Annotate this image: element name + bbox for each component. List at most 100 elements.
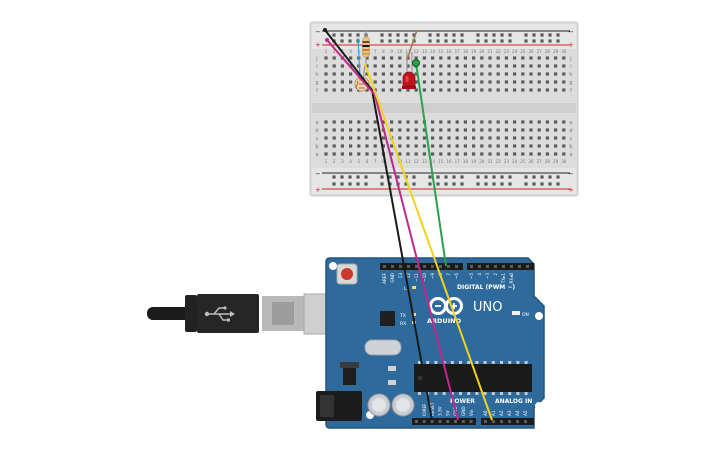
breadboard-hole[interactable] <box>455 120 459 124</box>
breadboard-hole[interactable] <box>545 88 549 92</box>
rail-hole[interactable] <box>460 33 464 37</box>
rail-hole[interactable] <box>444 33 448 37</box>
rail-hole[interactable] <box>444 175 448 179</box>
breadboard-hole[interactable] <box>480 128 484 132</box>
breadboard-hole[interactable] <box>504 152 508 156</box>
breadboard-hole[interactable] <box>365 56 369 60</box>
rail-hole[interactable] <box>332 175 336 179</box>
breadboard-hole[interactable] <box>463 128 467 132</box>
rail-hole[interactable] <box>412 33 416 37</box>
breadboard-hole[interactable] <box>529 80 533 84</box>
rail-hole[interactable] <box>508 33 512 37</box>
breadboard-hole[interactable] <box>422 144 426 148</box>
breadboard-hole[interactable] <box>422 128 426 132</box>
rail-hole[interactable] <box>428 39 432 43</box>
breadboard-hole[interactable] <box>521 152 525 156</box>
rail-hole[interactable] <box>396 39 400 43</box>
breadboard-hole[interactable] <box>488 64 492 68</box>
breadboard-hole[interactable] <box>562 88 566 92</box>
breadboard-hole[interactable] <box>562 80 566 84</box>
header-pin[interactable] <box>510 265 513 268</box>
breadboard-hole[interactable] <box>504 128 508 132</box>
breadboard-hole[interactable] <box>472 152 476 156</box>
breadboard-hole[interactable] <box>340 88 344 92</box>
breadboard-hole[interactable] <box>521 136 525 140</box>
breadboard-hole[interactable] <box>390 72 394 76</box>
breadboard-hole[interactable] <box>545 64 549 68</box>
rail-hole[interactable] <box>484 39 488 43</box>
header-pin[interactable] <box>484 420 487 423</box>
rail-hole[interactable] <box>452 182 456 186</box>
breadboard-hole[interactable] <box>332 120 336 124</box>
breadboard-hole[interactable] <box>439 144 443 148</box>
breadboard-hole[interactable] <box>398 88 402 92</box>
breadboard-hole[interactable] <box>529 136 533 140</box>
breadboard-hole[interactable] <box>537 80 541 84</box>
rail-hole[interactable] <box>492 175 496 179</box>
rail-hole[interactable] <box>380 175 384 179</box>
breadboard-hole[interactable] <box>537 128 541 132</box>
breadboard-hole[interactable] <box>463 120 467 124</box>
rail-hole[interactable] <box>452 33 456 37</box>
resistor[interactable] <box>362 30 370 64</box>
breadboard-hole[interactable] <box>390 120 394 124</box>
breadboard-hole[interactable] <box>431 80 435 84</box>
breadboard-hole[interactable] <box>562 72 566 76</box>
breadboard-hole[interactable] <box>365 128 369 132</box>
breadboard-hole[interactable] <box>381 72 385 76</box>
breadboard-hole[interactable] <box>537 136 541 140</box>
breadboard-hole[interactable] <box>463 136 467 140</box>
breadboard-hole[interactable] <box>521 120 525 124</box>
breadboard-hole[interactable] <box>472 128 476 132</box>
rail-hole[interactable] <box>508 175 512 179</box>
breadboard-hole[interactable] <box>554 88 558 92</box>
breadboard-hole[interactable] <box>390 144 394 148</box>
breadboard-hole[interactable] <box>414 152 418 156</box>
breadboard-hole[interactable] <box>431 136 435 140</box>
breadboard-hole[interactable] <box>349 56 353 60</box>
breadboard-hole[interactable] <box>488 144 492 148</box>
rail-hole[interactable] <box>356 175 360 179</box>
breadboard-hole[interactable] <box>455 64 459 68</box>
breadboard-hole[interactable] <box>381 136 385 140</box>
rail-hole[interactable] <box>452 39 456 43</box>
breadboard-hole[interactable] <box>562 136 566 140</box>
header-pin[interactable] <box>447 265 450 268</box>
breadboard-hole[interactable] <box>357 128 361 132</box>
rail-hole[interactable] <box>500 182 504 186</box>
breadboard-hole[interactable] <box>373 144 377 148</box>
breadboard-hole[interactable] <box>472 80 476 84</box>
breadboard-hole[interactable] <box>340 80 344 84</box>
rail-hole[interactable] <box>548 182 552 186</box>
breadboard-hole[interactable] <box>431 72 435 76</box>
rail-hole[interactable] <box>508 182 512 186</box>
rail-hole[interactable] <box>524 182 528 186</box>
header-pin[interactable] <box>454 420 457 423</box>
breadboard-hole[interactable] <box>496 152 500 156</box>
rail-hole[interactable] <box>356 182 360 186</box>
breadboard-hole[interactable] <box>496 128 500 132</box>
breadboard-hole[interactable] <box>414 144 418 148</box>
rail-hole[interactable] <box>532 39 536 43</box>
breadboard-hole[interactable] <box>537 152 541 156</box>
rail-hole[interactable] <box>364 182 368 186</box>
rail-hole[interactable] <box>476 39 480 43</box>
breadboard-hole[interactable] <box>431 120 435 124</box>
breadboard-hole[interactable] <box>529 144 533 148</box>
header-pin[interactable] <box>415 420 418 423</box>
breadboard-hole[interactable] <box>562 120 566 124</box>
rail-hole[interactable] <box>412 182 416 186</box>
rail-hole[interactable] <box>460 39 464 43</box>
breadboard-hole[interactable] <box>324 80 328 84</box>
rail-hole[interactable] <box>332 33 336 37</box>
rail-hole[interactable] <box>412 175 416 179</box>
breadboard-hole[interactable] <box>472 120 476 124</box>
breadboard-hole[interactable] <box>324 128 328 132</box>
dc-power-jack[interactable] <box>316 391 362 421</box>
breadboard-hole[interactable] <box>455 136 459 140</box>
breadboard-hole[interactable] <box>349 144 353 148</box>
rail-hole[interactable] <box>348 33 352 37</box>
breadboard-hole[interactable] <box>513 72 517 76</box>
breadboard-hole[interactable] <box>463 64 467 68</box>
breadboard-hole[interactable] <box>529 152 533 156</box>
